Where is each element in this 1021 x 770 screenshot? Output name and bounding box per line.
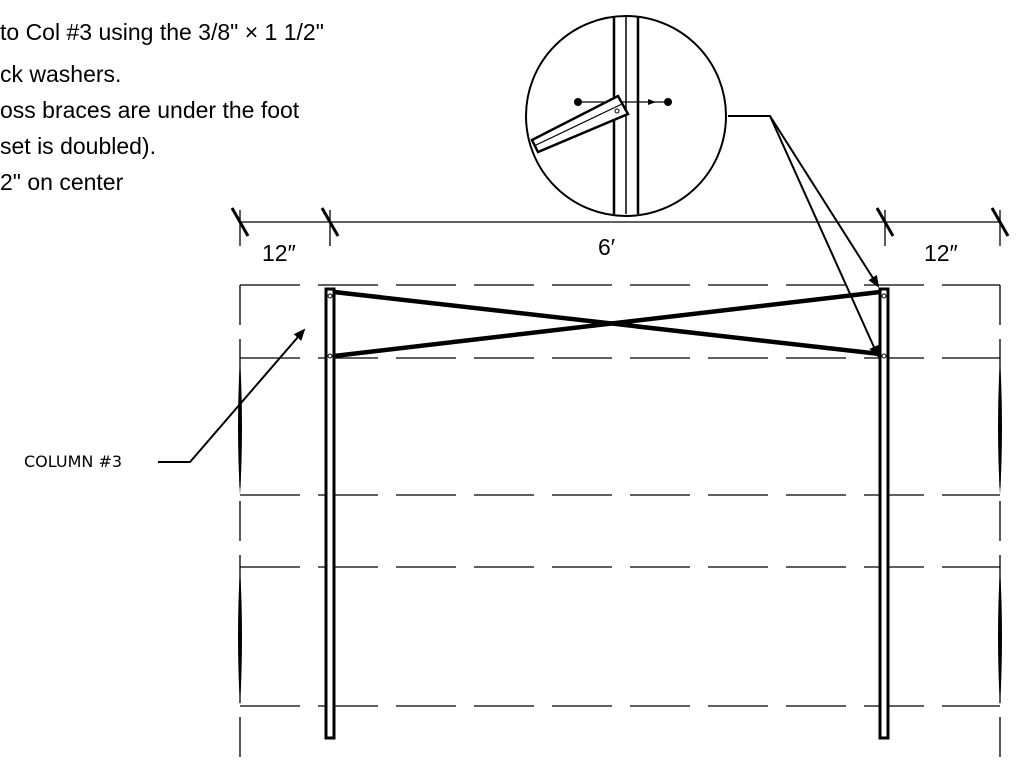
column-right: [878, 287, 890, 740]
lens-right-upper: [998, 358, 1002, 495]
edge-lens-shapes: [238, 358, 1002, 706]
dimension-left-overhang: 12″: [262, 240, 296, 266]
column-left: [324, 287, 336, 740]
detail-bolt-nut: [664, 98, 672, 106]
bolt-hole-left-top: [327, 293, 333, 299]
instruction-line-1: to Col #3 using the 3/8" × 1 1/2": [0, 19, 324, 45]
column-callout-leader: [158, 328, 306, 463]
instruction-line-2: ck washers.: [0, 61, 122, 87]
bolt-hole-right-bottom: [881, 353, 887, 359]
detail-bolt-head: [574, 98, 582, 106]
cross-braces: [333, 289, 881, 359]
instruction-line-5: 2" on center: [0, 169, 124, 195]
detail-bubble: [525, 15, 727, 217]
cross-brace-2: [333, 289, 881, 359]
dimension-line: [230, 207, 1010, 246]
instruction-line-4: set is doubled).: [0, 133, 156, 159]
dimension-span: 6′: [598, 234, 616, 260]
bolt-hole-right-top: [881, 293, 887, 299]
lens-left-upper: [238, 358, 242, 495]
bolt-hole-left-bottom: [327, 353, 333, 359]
instruction-line-3: oss braces are under the foot: [0, 97, 300, 123]
column-callout-label: COLUMN #3: [24, 452, 123, 471]
lens-right-lower: [998, 567, 1002, 706]
dimension-right-overhang: 12″: [924, 240, 958, 266]
bolt-holes: [327, 293, 887, 359]
lens-left-lower: [238, 567, 242, 706]
detail-leader: [728, 115, 880, 358]
